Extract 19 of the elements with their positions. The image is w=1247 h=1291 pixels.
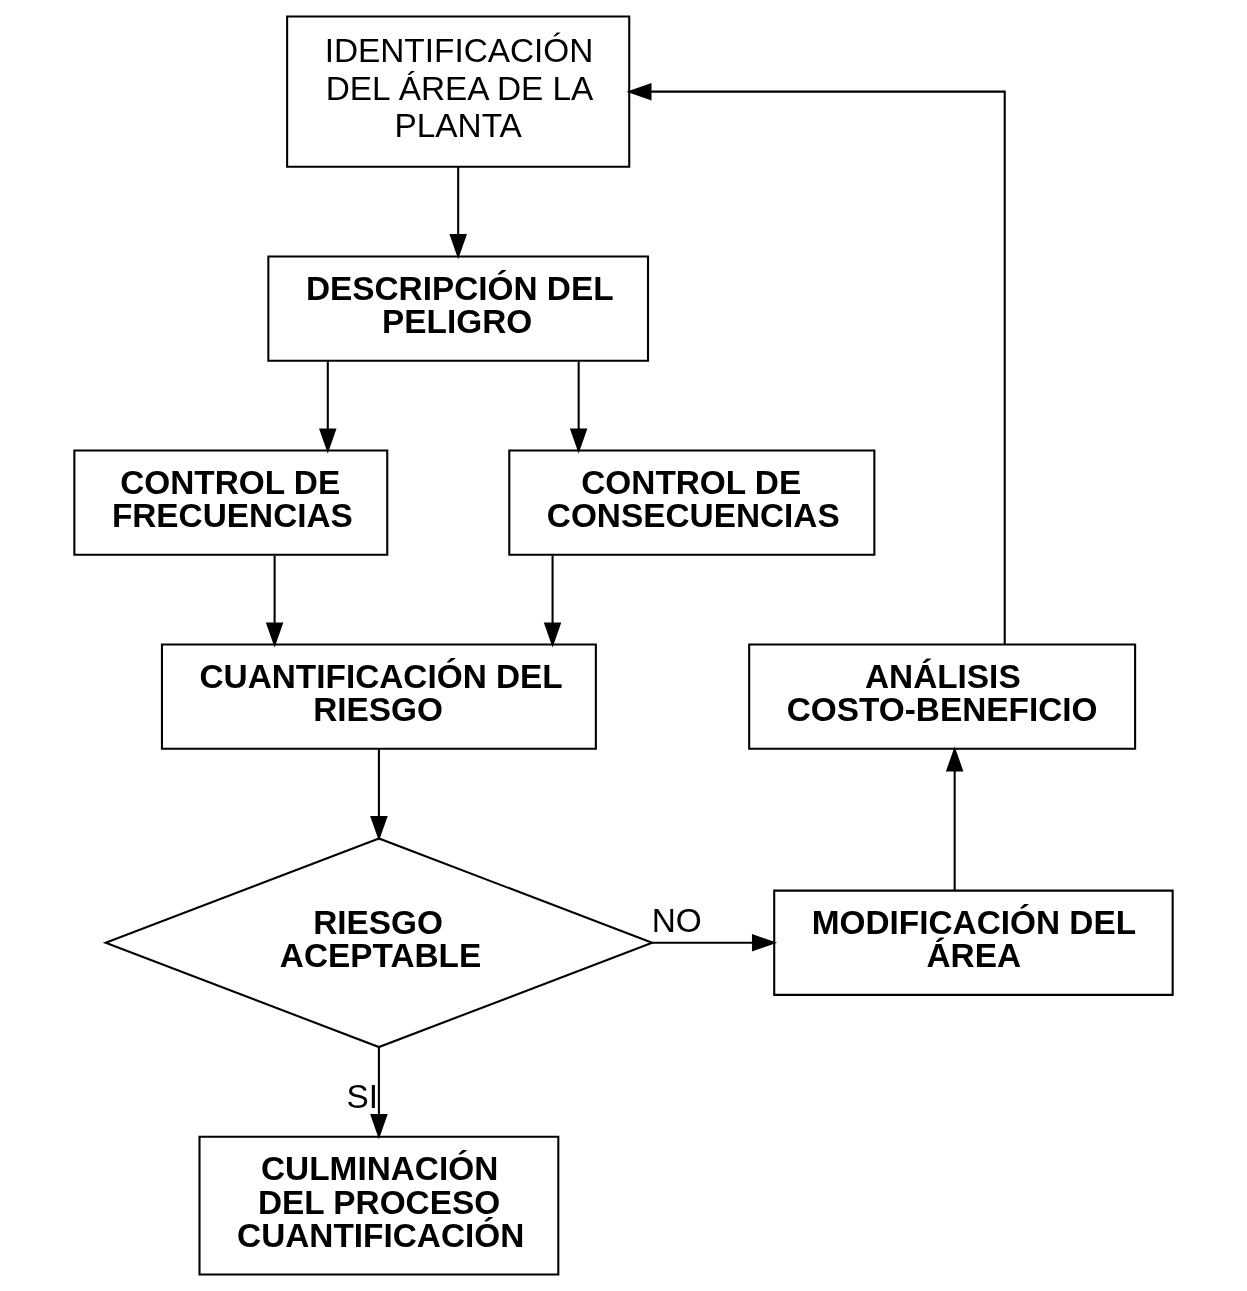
node-box: ANÁLISIS COSTO-BENEFICIO	[748, 643, 1137, 750]
node-box: DESCRIPCIÓN DEL PELIGRO	[267, 255, 650, 362]
arrow	[569, 361, 588, 454]
arrow	[543, 555, 562, 648]
arrow	[626, 82, 1006, 644]
arrow	[265, 555, 284, 648]
node-box: CONTROL DE FRECUENCIAS	[73, 449, 389, 556]
node-box: CULMINACIÓN DEL PROCESO CUANTIFICACIÓN	[198, 1135, 560, 1276]
node-box: IDENTIFICACIÓN DEL ÁREA DE LA PLANTA	[286, 15, 631, 168]
node-box: CONTROL DE CONSECUENCIAS	[508, 449, 876, 556]
arrow	[370, 748, 388, 842]
edge-label: SI	[346, 1077, 378, 1115]
node-box: CUANTIFICACIÓN DEL RIESGO	[160, 643, 597, 750]
arrow	[370, 1047, 388, 1140]
arrow	[319, 361, 337, 454]
arrow	[945, 746, 964, 891]
arrow	[449, 166, 467, 260]
arrow	[652, 934, 778, 952]
node-box: MODIFICACIÓN DEL ÁREA	[773, 889, 1174, 996]
